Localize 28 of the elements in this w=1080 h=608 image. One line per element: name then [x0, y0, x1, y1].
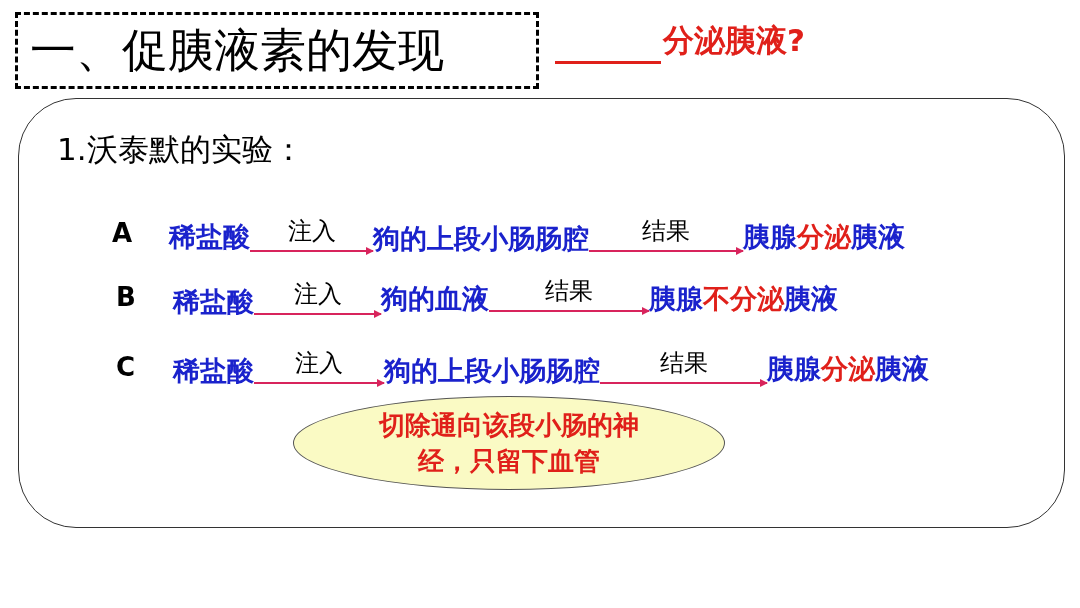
- step-text: 胰腺不分泌胰液: [649, 281, 838, 317]
- step-text: 狗的上段小肠肠腔: [373, 221, 589, 257]
- step-text: 胰腺分泌胰液: [767, 351, 929, 387]
- arrow: [249, 247, 374, 255]
- step-text: 狗的上段小肠肠腔: [384, 353, 600, 389]
- step-text: 胰腺分泌胰液: [743, 219, 905, 255]
- arrow: [588, 247, 744, 255]
- edge-label: 结果: [543, 277, 595, 305]
- note-text: 切除通向该段小肠的神经，只留下血管: [377, 409, 640, 478]
- step-text: 狗的血液: [381, 281, 489, 317]
- arrow: [488, 307, 650, 315]
- edge-label: 结果: [657, 349, 710, 377]
- step-text: 稀盐酸: [169, 219, 250, 255]
- edge-label: 结果: [640, 217, 692, 245]
- arrow: [253, 310, 382, 318]
- step-text: 稀盐酸: [173, 284, 254, 320]
- section-heading: 1.沃泰默的实验：: [57, 130, 304, 169]
- edge-label: 注入: [293, 349, 345, 377]
- step-text: 稀盐酸: [173, 353, 254, 389]
- row-letter: B: [116, 282, 136, 312]
- row-letter: C: [116, 352, 136, 382]
- arrow: [253, 379, 385, 387]
- edge-label: 注入: [291, 280, 344, 308]
- edge-label: 注入: [285, 217, 338, 245]
- arrow: [599, 379, 768, 387]
- title-box: 一、促胰液素的发现: [15, 12, 539, 89]
- answer-text: 分泌胰液?: [663, 21, 805, 60]
- row-letter: A: [112, 218, 133, 248]
